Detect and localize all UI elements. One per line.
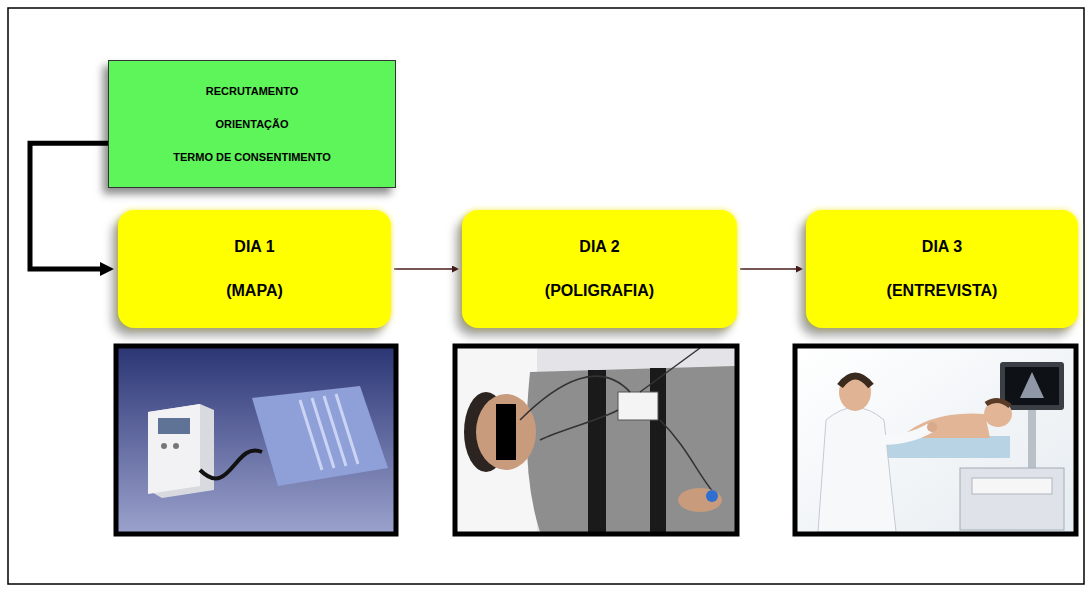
monitor-stand xyxy=(1028,410,1036,470)
day-box: DIA 3 (ENTREVISTA) xyxy=(806,210,1078,328)
doctor-hand xyxy=(927,422,937,432)
keyboard xyxy=(972,478,1052,494)
device-button xyxy=(173,443,179,449)
device-side xyxy=(148,404,214,498)
device-button xyxy=(161,443,167,449)
patient-hair xyxy=(986,400,1010,406)
belt-strap xyxy=(588,370,606,532)
device-screen xyxy=(158,418,190,434)
node-heading: DIA 3 xyxy=(922,238,962,256)
flow-arrow xyxy=(394,268,452,270)
device-body xyxy=(148,404,200,494)
outer-frame xyxy=(8,8,1084,584)
monitor-screen xyxy=(1005,367,1059,405)
sensor-wires xyxy=(520,348,720,500)
cuff xyxy=(252,386,388,486)
scan-image xyxy=(1020,372,1044,398)
photo-frame xyxy=(116,346,396,534)
device-tube xyxy=(200,450,262,478)
hand xyxy=(678,488,722,512)
doctor-coat xyxy=(818,408,896,533)
interview-photo xyxy=(795,346,1076,534)
cuff-stripes xyxy=(300,394,358,470)
node-text: TERMO DE CONSENTIMENTO xyxy=(173,151,330,163)
console xyxy=(960,468,1064,530)
eye-bar xyxy=(496,404,516,460)
recorder xyxy=(618,392,658,420)
node-heading: DIA 2 xyxy=(579,238,619,256)
pillow xyxy=(457,348,537,532)
photo-frame xyxy=(455,346,737,534)
shirt xyxy=(527,366,735,532)
polygraphy-photo xyxy=(455,346,737,534)
photo-frame xyxy=(795,346,1076,534)
oximeter xyxy=(706,490,718,502)
photo-background xyxy=(797,348,1074,532)
node-heading: DIA 1 xyxy=(234,238,274,256)
node-text: (ENTREVISTA) xyxy=(887,282,998,300)
flow-arrow xyxy=(30,143,108,269)
flow-arrow xyxy=(740,268,796,270)
doctor-head xyxy=(839,373,871,411)
patient-head xyxy=(984,401,1012,427)
day-box: DIA 2 (POLIGRAFIA) xyxy=(462,210,737,328)
photo-background xyxy=(118,348,394,532)
photo-background xyxy=(457,348,735,532)
day-box: DIA 1 (MAPA) xyxy=(118,210,391,328)
doctor-hair xyxy=(840,376,871,386)
head xyxy=(476,394,536,470)
mapa-device-photo xyxy=(116,346,396,534)
node-text: (MAPA) xyxy=(226,282,283,300)
node-heading: RECRUTAMENTO xyxy=(206,85,298,97)
process-box: RECRUTAMENTO ORIENTAÇÃO TERMO DE CONSENTIM… xyxy=(108,60,396,188)
node-text: (POLIGRAFIA) xyxy=(545,282,654,300)
node-text: ORIENTAÇÃO xyxy=(215,118,288,130)
doctor-arm xyxy=(880,428,930,440)
